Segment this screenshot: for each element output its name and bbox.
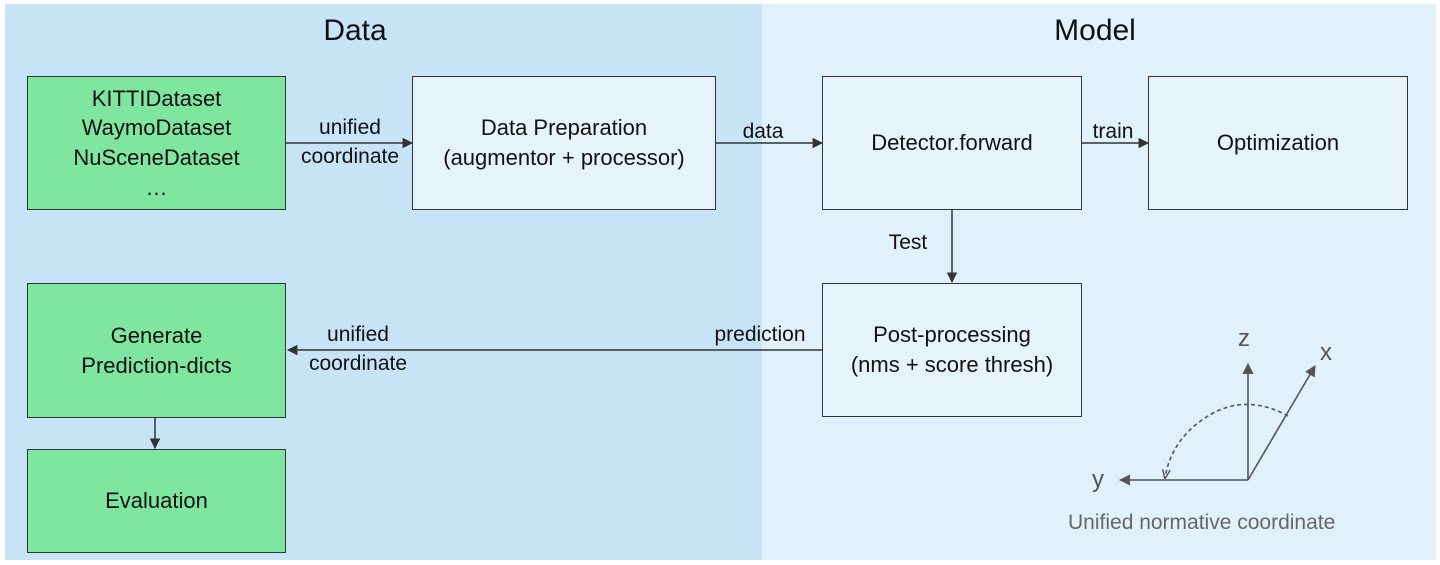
dataset-waymo: WaymoDataset [81,115,232,141]
dataset-ellipsis: … [145,174,168,200]
edge-label-data: data [742,120,784,143]
post-processing-subtitle: (nms + score thresh) [850,352,1054,377]
edge-label-unified: unified [319,116,381,139]
edge-label-unified-coordinate-top: unified coordinate [292,113,408,172]
dataset-kitti: KITTIDataset [91,85,222,111]
rotation-arc [1165,403,1289,478]
edge-label-coordinate: coordinate [308,352,408,376]
prediction-dicts-label: Prediction-dicts [81,352,232,378]
edge-label-test: Test [888,231,928,254]
model-section-title: Model [1054,14,1136,47]
edge-label-prediction: prediction [714,323,806,346]
optimization-label: Optimization [1216,130,1340,156]
data-preparation-box: Data Preparation (augmentor + processor) [412,76,716,210]
x-axis-label: x [1320,339,1332,366]
evaluation-label: Evaluation [105,488,208,514]
optimization-box: Optimization [1148,76,1408,210]
data-preparation-subtitle: (augmentor + processor) [443,145,685,170]
dataset-nuscene: NuSceneDataset [73,145,240,170]
data-preparation-title: Data Preparation [480,115,648,141]
detector-forward-label: Detector.forward [871,130,1033,156]
coordinate-caption: Unified normative coordinate [1068,511,1336,534]
detector-forward-box: Detector.forward [822,76,1082,210]
data-section-title: Data [323,14,387,47]
x-axis [1247,365,1316,481]
edge-label-coordinate: coordinate [300,145,400,169]
z-axis-label: z [1238,325,1250,352]
datasets-box: KITTIDataset WaymoDataset NuSceneDataset… [27,76,286,210]
post-processing-box: Post-processing (nms + score thresh) [822,283,1082,417]
edge-label-unified-coordinate-bottom: unified coordinate [296,320,420,379]
y-axis-label: y [1092,466,1104,493]
evaluation-box: Evaluation [27,449,286,553]
post-processing-title: Post-processing [873,322,1031,348]
edge-label-train: train [1092,120,1134,143]
coordinate-system [1118,362,1316,486]
edge-label-unified: unified [327,323,389,346]
generate-label: Generate [110,322,203,348]
generate-prediction-dicts-box: Generate Prediction-dicts [27,283,286,418]
